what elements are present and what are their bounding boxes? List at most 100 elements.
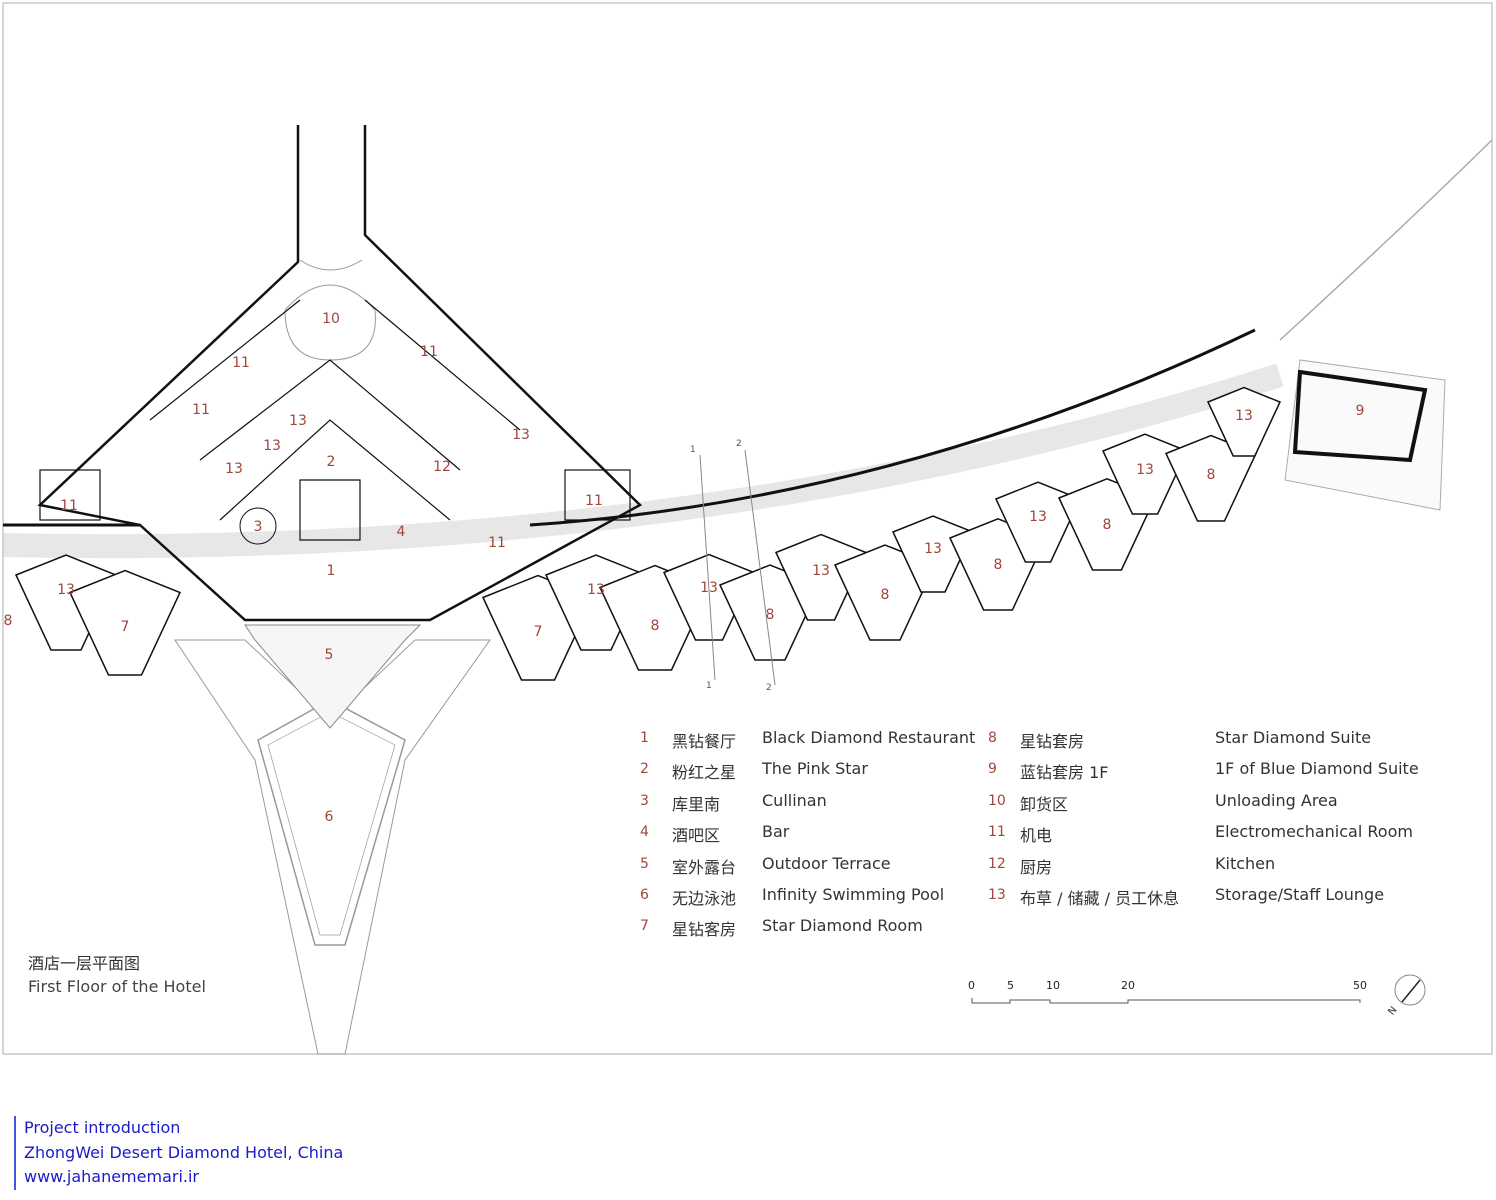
room-number-label: 11 [232,355,250,371]
main-building [37,125,643,622]
room-number-label: 11 [420,344,438,360]
legend-en: Bar [762,822,790,842]
room-number-label: 11 [585,493,603,509]
room-number-label: 11 [60,498,78,514]
room-number-label: 13 [289,413,307,429]
legend-cn: 库里南 [672,794,721,814]
legend-cn: 厨房 [1020,857,1053,877]
scale-bar [971,998,1361,1004]
legend-cn: 布草 / 储藏 / 员工休息 [1020,889,1180,908]
room-number-label: 13 [1235,408,1253,424]
drawing-title-cn: 酒店一层平面图 [28,954,141,973]
room-number-label: 13 [263,438,281,454]
corridor-wall [3,328,1256,527]
legend-cn: 机电 [1020,826,1053,846]
scale-tick: 10 [1046,979,1060,992]
room-number-label: 8 [1207,467,1216,483]
legend-cn: 粉红之星 [672,763,737,783]
legend-number: 2 [640,761,649,778]
legend-cn: 卸货区 [1020,794,1069,814]
guest-rooms [14,386,1282,681]
scale-tick: 5 [1007,979,1014,992]
legend-number: 5 [640,855,649,872]
legend-cn: 无边泳池 [672,889,737,908]
legend-number: 7 [640,918,649,935]
room-number-label: 5 [325,647,334,663]
legend-en: Outdoor Terrace [762,853,891,873]
room-number-label: 13 [924,541,942,557]
room-number-label: 13 [1029,509,1047,525]
legend-en: Electromechanical Room [1215,822,1413,842]
legend-number: 1 [640,730,649,746]
legend-number: 4 [640,824,649,841]
scale-tick: 20 [1121,979,1135,992]
section-mark: 2 [736,439,742,449]
legend-en: Storage/Staff Lounge [1215,885,1385,904]
legend-number: 11 [988,824,1006,841]
credit-line: Project introduction [24,1118,181,1137]
room-outline [68,569,182,676]
section-mark: 1 [706,681,712,691]
outer-curve [1279,139,1493,341]
room-number-label: 7 [121,619,130,635]
north-arrow-icon [1394,974,1426,1006]
legend-en: Unloading Area [1215,790,1338,810]
credit-link[interactable]: www.jahanememari.ir [24,1167,200,1186]
room-number-label: 13 [587,582,605,598]
outdoor-terrace [244,624,422,729]
legend-number: 8 [988,730,997,746]
room-number-label: 4 [397,524,406,540]
legend-en: Cullinan [762,790,827,810]
room-number-label: 2 [327,454,336,470]
legend-cn: 星钻套房 [1020,732,1085,751]
room-number-label: 13 [57,582,75,598]
room-number-label: 8 [4,613,13,629]
legend-en: Infinity Swimming Pool [762,885,945,904]
credits: Project introduction ZhongWei Desert Dia… [14,1116,343,1190]
room-number-label: 8 [994,557,1003,573]
legend-number: 6 [640,887,649,903]
legend-number: 13 [988,887,1006,903]
legend-number: 9 [988,761,997,778]
room-number-label: 13 [1136,462,1154,478]
legend-en: Star Diamond Room [762,916,923,936]
blue-diamond-suite [1284,359,1446,511]
room-number-label: 9 [1356,403,1365,419]
room-number-label: 7 [534,624,543,640]
legend-cn: 室外露台 [672,857,737,877]
scale-tick: 50 [1353,979,1367,992]
section-line [744,449,776,686]
north-label: N [1386,1005,1399,1018]
legend-en: 1F of Blue Diamond Suite [1215,759,1419,779]
legend-en: The Pink Star [762,759,868,779]
drawing-title-en: First Floor of the Hotel [28,977,206,996]
room-number-label: 13 [512,427,530,443]
room-number-label: 10 [322,311,340,327]
section-mark: 1 [690,445,696,455]
room-number-label: 13 [812,563,830,579]
legend-en: Star Diamond Suite [1215,728,1372,747]
room-number-label: 1 [327,563,336,579]
credit-line: ZhongWei Desert Diamond Hotel, China [24,1142,344,1162]
room-number-label: 8 [766,607,775,623]
room-number-label: 8 [1103,517,1112,533]
section-mark: 2 [766,683,772,693]
room-number-label: 8 [881,587,890,603]
room-number-label: 11 [488,535,506,551]
room-number-label: 8 [651,618,660,634]
scale-tick: 0 [968,979,975,992]
room-number-label: 12 [433,459,451,475]
room-outline [994,481,1082,563]
legend-number: 3 [640,792,649,809]
room-number-label: 6 [325,809,334,825]
room-outline [1206,386,1282,457]
room-outline [891,515,975,593]
drawing-frame [2,2,1493,1055]
room-number-label: 11 [192,402,210,418]
section-line [699,454,716,681]
legend-en: Kitchen [1215,853,1276,873]
legend-cn: 酒吧区 [672,826,721,846]
legend-number: 10 [988,792,1006,809]
legend-cn: 黑钻餐厅 [672,732,737,751]
